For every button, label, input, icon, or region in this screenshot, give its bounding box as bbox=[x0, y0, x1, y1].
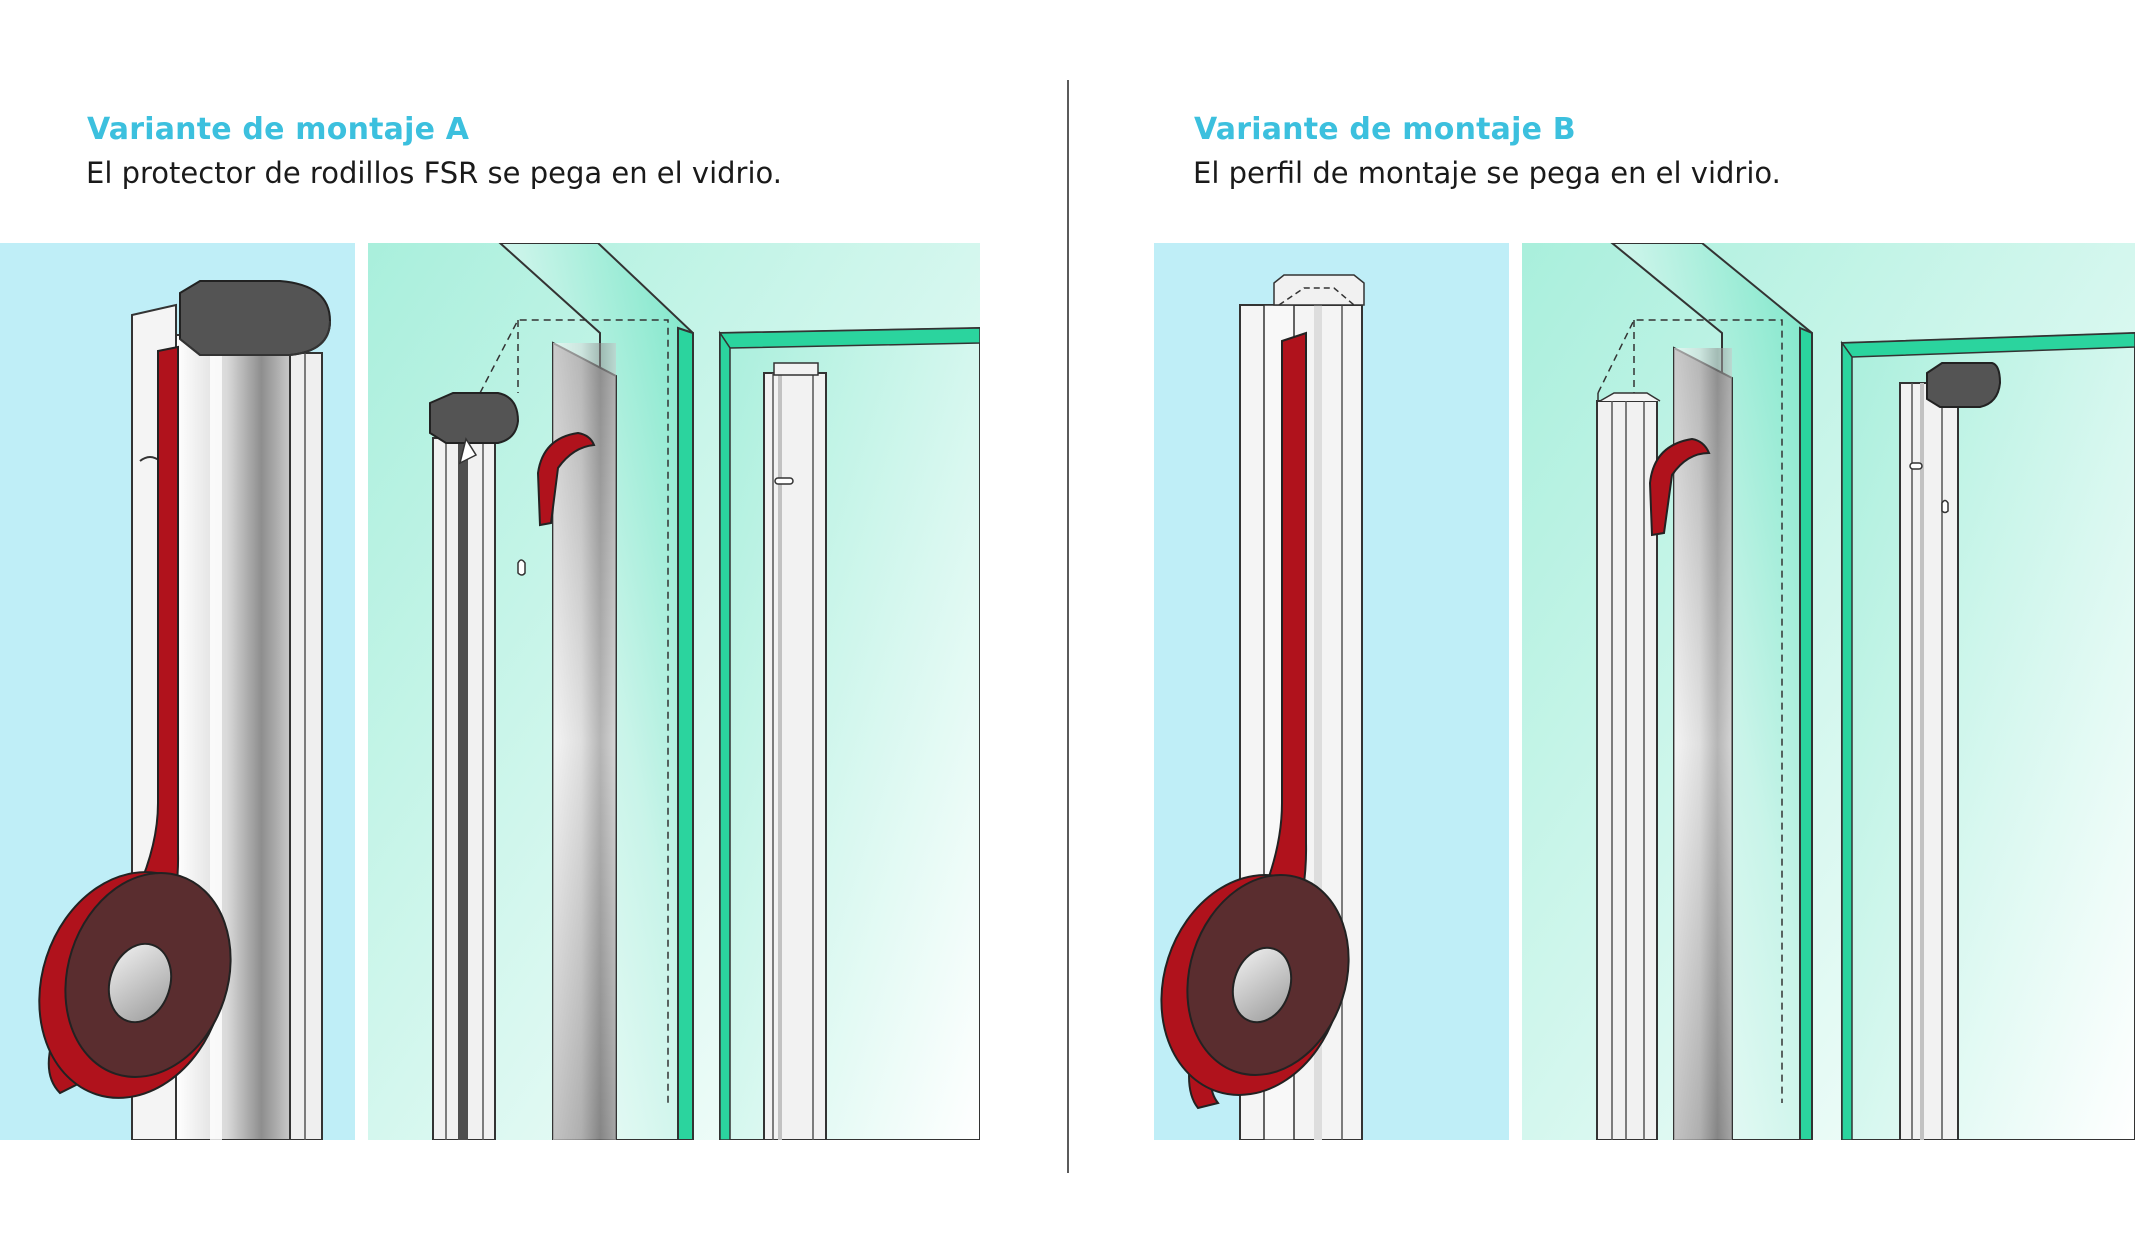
variant-a-description: El protector de rodillos FSR se pega en … bbox=[86, 156, 782, 190]
variant-b-title: Variante de montaje B bbox=[1194, 112, 1576, 147]
variant-b-glass-mounting-illustration bbox=[1522, 243, 2135, 1140]
variant-b-profile-tape-illustration bbox=[1154, 243, 1509, 1140]
variant-b-description: El perfil de montaje se pega en el vidri… bbox=[1193, 156, 1781, 190]
section-divider bbox=[1067, 80, 1069, 1173]
variant-a-title: Variante de montaje A bbox=[87, 112, 470, 147]
variant-a-profile-tape-illustration bbox=[0, 243, 355, 1140]
variant-a-glass-mounting-illustration bbox=[368, 243, 980, 1140]
